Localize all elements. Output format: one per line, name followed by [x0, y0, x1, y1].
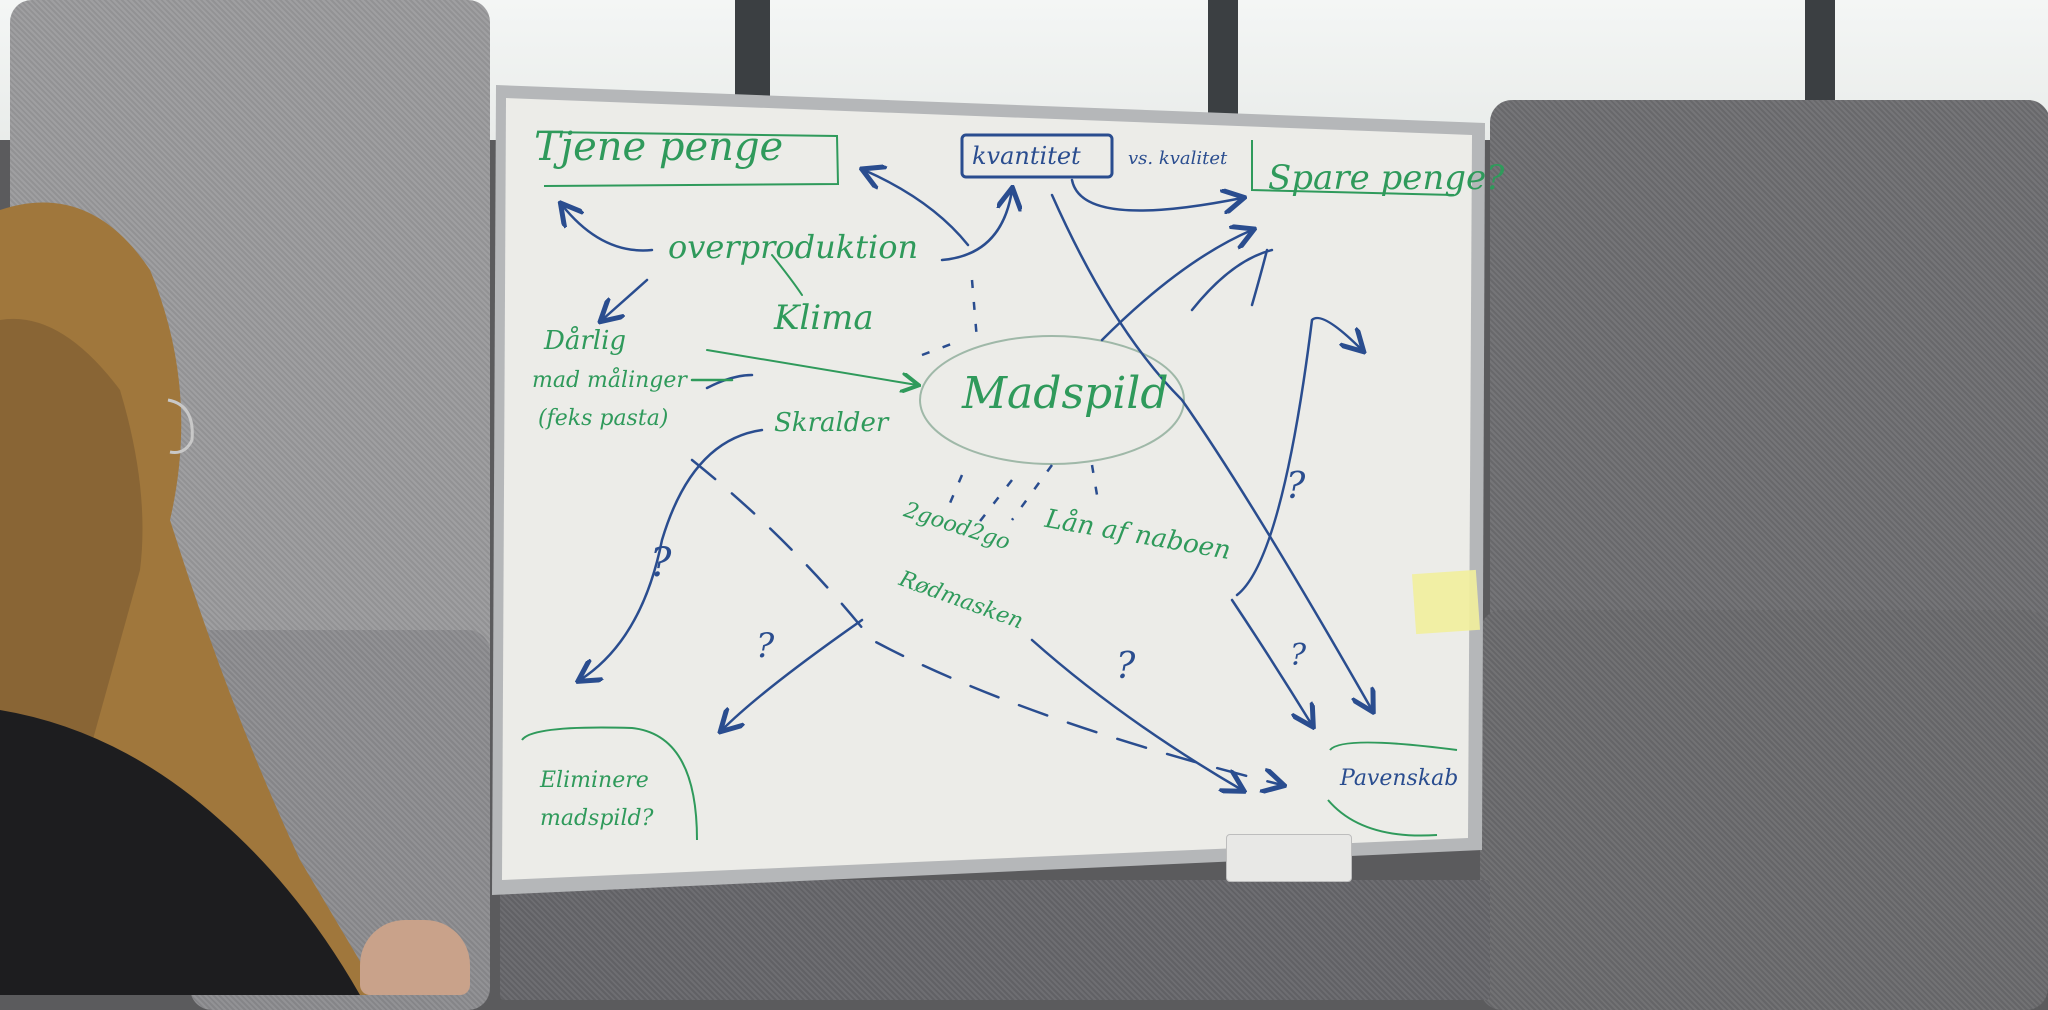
hair-shadow — [0, 318, 143, 850]
label-pavenskab: Pavenskab — [1340, 766, 1459, 791]
arrow-to-kvantitet-left — [864, 170, 970, 247]
label-vs-kvalitet: vs. kvalitet — [1128, 148, 1228, 169]
arrow-kvantitet-pavenskab — [1050, 193, 1372, 710]
arrow-madspild-spare — [1100, 230, 1252, 342]
question-mark: ? — [1116, 646, 1136, 687]
glasses — [167, 398, 194, 454]
arrow-darlig-madspild — [706, 349, 917, 385]
label-madspild: Madspild — [962, 368, 1169, 419]
arrow-spare-stroke — [1190, 248, 1274, 312]
spoke — [970, 279, 979, 341]
arrow-lan-spare — [1235, 316, 1362, 597]
box-spare-penge — [1251, 140, 1455, 196]
question-mark: ? — [650, 540, 672, 586]
arrow-darlig-overproduktion — [602, 278, 649, 320]
box-pavenskab — [1327, 741, 1458, 837]
sticky-note — [1411, 569, 1481, 635]
label-kvantitet: kvantitet — [972, 142, 1081, 170]
box-eliminere — [521, 726, 698, 841]
question-mark: ? — [756, 626, 775, 666]
whiteboard: Tjene penge kvantitet vs. kvalitet Spare… — [492, 80, 1504, 900]
stroke-overproduktion-klima — [771, 254, 803, 296]
box-tjene-penge — [541, 131, 840, 187]
whiteboard-drawing — [492, 85, 1485, 895]
label-klima: Klima — [774, 298, 874, 338]
felt-panel-right-lower — [1480, 610, 2048, 1010]
felt-panel-under-board — [500, 880, 1490, 1000]
arrow-overproduktion-tjene — [562, 205, 654, 252]
felt-panel-right — [1490, 100, 2048, 640]
whiteboard-eraser — [1226, 834, 1352, 882]
arrow-to-eliminere-right — [722, 618, 864, 730]
arrow-skralder-eliminere-left — [580, 428, 764, 680]
spoke — [976, 479, 1013, 526]
label-feks-pasta: (feks pasta) — [538, 406, 669, 431]
label-darlig: Dårlig — [544, 326, 627, 356]
arrow-lan-pavenskab — [1230, 598, 1312, 725]
spoke — [1090, 464, 1099, 496]
label-tjene-penge: Tjene penge — [534, 124, 784, 170]
arrow-kvantitet-spare — [1070, 178, 1242, 210]
hand — [360, 920, 470, 995]
label-eliminere: Eliminere — [540, 768, 649, 793]
arrow-skralder-pavenskab — [690, 458, 1282, 785]
person-foreground — [0, 190, 470, 995]
label-madspild-q: madspild? — [540, 806, 654, 831]
label-skralder: Skralder — [774, 408, 889, 438]
question-mark: ? — [1290, 638, 1307, 673]
madspild-ellipse — [919, 335, 1185, 465]
question-mark: ? — [1286, 466, 1306, 507]
box-kvantitet — [960, 133, 1114, 179]
label-overproduktion: overproduktion — [668, 228, 919, 266]
board-surface — [502, 98, 1472, 880]
spoke — [945, 474, 964, 511]
dark-clothing — [0, 710, 360, 995]
arrow-spare-stroke2 — [1250, 248, 1269, 307]
arrow-overproduktion-kvantitet — [940, 190, 1012, 262]
spoke — [921, 338, 963, 357]
label-mad-malinger: mad målinger — [532, 368, 687, 393]
label-spare-penge: Spare penge? — [1268, 158, 1505, 198]
arrow-rodmasken-pavenskab — [1030, 638, 1242, 790]
arrow-skralder-madspild — [705, 373, 754, 390]
